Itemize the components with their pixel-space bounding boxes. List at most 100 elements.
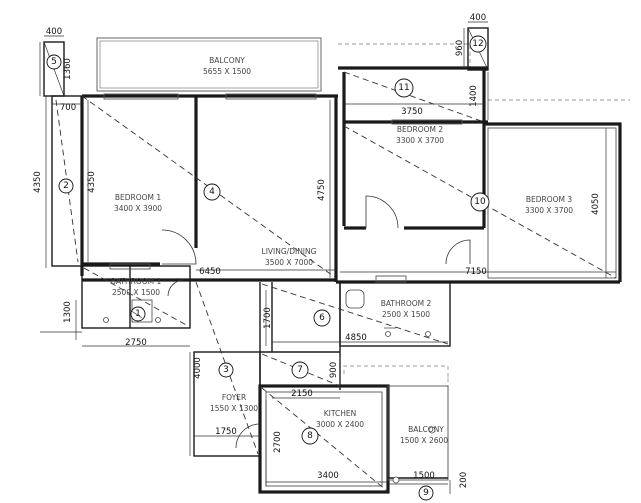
dim-kitchen-width-top: 2150 <box>291 389 313 399</box>
bedroom3-door-swing <box>445 239 471 265</box>
room-size-bathroom-1: 2500 X 1500 <box>112 288 160 297</box>
view-marker-7[interactable]: 7 <box>291 361 309 379</box>
dim-foyer-width: 1750 <box>215 427 237 437</box>
room-name-bedroom-3: BEDROOM 3 <box>526 195 573 204</box>
dim-bedroom3-width: 7150 <box>465 267 487 277</box>
view-marker-6-circle <box>313 309 331 327</box>
bedroom3-outer-wall <box>484 122 622 282</box>
bedroom2-top-diagonal <box>343 71 485 123</box>
dim-bath1-width: 2750 <box>125 338 147 348</box>
view-marker-2-label: 2 <box>63 181 69 191</box>
kitchen-balcony-reference-outline <box>343 365 449 378</box>
dim-top-right-width: 400 <box>470 13 486 23</box>
balcony-top-railing <box>99 40 319 89</box>
room-labels: BALCONY 5655 X 1500 BEDROOM 1 3400 X 390… <box>111 56 574 445</box>
room-size-foyer: 1550 X 1300 <box>210 404 258 413</box>
dim-kitchen-offset: 900 <box>329 362 339 378</box>
dimension-labels: 400 1360 400 960 700 4350 4350 4750 3750… <box>33 13 601 488</box>
bathroom2-toilet <box>345 289 365 309</box>
dimension-lines <box>39 21 616 494</box>
view-marker-12-circle <box>469 35 487 53</box>
bedroom1-door-swing <box>161 229 197 265</box>
room-name-living-dining: LIVING/DINING <box>262 247 317 256</box>
view-marker-7-label: 7 <box>297 365 303 375</box>
balcony-top-outline <box>96 37 322 92</box>
view-marker-4-circle <box>203 183 221 201</box>
dim-bath2-width: 4850 <box>345 333 367 343</box>
view-marker-11-label: 11 <box>398 83 409 93</box>
room-name-bathroom-1: BATHROOM 1 <box>111 277 162 286</box>
dim-living-width: 6450 <box>199 267 221 277</box>
view-marker-6[interactable]: 6 <box>313 309 331 327</box>
bedroom2-door-swing <box>365 195 399 229</box>
view-marker-12-label: 12 <box>472 39 483 49</box>
view-marker-11-circle <box>394 78 414 98</box>
bathroom2-diagonal <box>261 283 449 345</box>
view-marker-8[interactable]: 8 <box>301 427 319 445</box>
view-marker-4[interactable]: 4 <box>203 183 221 201</box>
room-size-bedroom-3: 3300 X 3700 <box>525 206 573 215</box>
dim-bedroom2-width: 3750 <box>401 107 423 117</box>
kitchen-balcony-outline <box>387 385 449 481</box>
room-name-balcony-top: BALCONY <box>209 56 245 65</box>
dim-living-height: 4750 <box>317 179 327 201</box>
room-size-balcony-top: 5655 X 1500 <box>203 67 251 76</box>
view-marker-5-label: 5 <box>51 57 57 67</box>
dim-foyer-height: 4000 <box>193 357 203 379</box>
view-marker-12[interactable]: 12 <box>469 35 487 53</box>
room-name-bedroom-1: BEDROOM 1 <box>115 193 162 202</box>
foyer-door-swing <box>235 423 261 449</box>
dim-bath1-height: 1300 <box>63 301 73 323</box>
shaft-top-right-outline <box>467 27 489 71</box>
dim-bedroom1-offset: 700 <box>60 103 76 113</box>
kitchen-diagonal <box>261 387 387 491</box>
view-marker-7-circle <box>291 361 309 379</box>
dim-kitchen-width: 3400 <box>317 471 339 481</box>
view-marker-9[interactable]: 9 <box>418 485 434 501</box>
view-marker-2-circle <box>58 178 74 194</box>
view-marker-3-label: 3 <box>223 365 229 375</box>
view-marker-2[interactable]: 2 <box>58 178 74 194</box>
view-marker-1[interactable]: 1 <box>130 306 146 322</box>
dim-passage-height: 1700 <box>263 307 273 329</box>
bathroom2-drain-2 <box>425 331 431 337</box>
view-marker-10-circle <box>470 192 490 212</box>
view-marker-3[interactable]: 3 <box>218 362 234 378</box>
view-marker-8-label: 8 <box>307 431 313 441</box>
doors <box>161 195 471 449</box>
room-name-kitchen: KITCHEN <box>324 409 357 418</box>
room-size-bedroom-1: 3400 X 3900 <box>114 204 162 213</box>
room-size-bathroom-2: 2500 X 1500 <box>382 310 430 319</box>
bedroom2-window <box>391 119 463 125</box>
bathroom1-window <box>109 263 151 270</box>
view-marker-10-label: 10 <box>474 197 486 207</box>
dim-balcony-width: 1500 <box>413 471 435 481</box>
view-marker-5[interactable]: 5 <box>46 54 62 70</box>
room-name-balcony-kitchen: BALCONY <box>408 425 444 434</box>
room-size-bedroom-2: 3300 X 3700 <box>396 136 444 145</box>
bathroom1-drain-2 <box>155 317 161 323</box>
view-marker-4-label: 4 <box>209 187 215 197</box>
view-marker-10[interactable]: 10 <box>470 192 490 212</box>
room-name-bedroom-2: BEDROOM 2 <box>397 125 444 134</box>
balcony-drain <box>428 426 436 434</box>
bathroom2-window <box>375 275 407 283</box>
dim-top-right-height: 960 <box>455 40 465 56</box>
room-size-kitchen: 3000 X 2400 <box>316 420 364 429</box>
view-marker-5-circle <box>46 54 62 70</box>
windows <box>103 93 463 283</box>
room-size-balcony-kitchen: 1500 X 2600 <box>400 436 448 445</box>
living-diagonal <box>81 95 337 279</box>
bedroom1-window <box>103 93 179 100</box>
view-marker-3-circle <box>218 362 234 378</box>
view-marker-9-circle <box>418 485 434 501</box>
dim-bottom-offset: 200 <box>459 472 469 488</box>
room-name-foyer: FOYER <box>222 393 246 402</box>
view-marker-11[interactable]: 11 <box>394 78 414 98</box>
dim-kitchen-height: 2700 <box>273 431 283 453</box>
living-window <box>225 93 317 100</box>
bathroom2-drain <box>385 331 391 337</box>
view-marker-6-label: 6 <box>319 313 325 323</box>
bathroom1-outline <box>81 265 191 329</box>
